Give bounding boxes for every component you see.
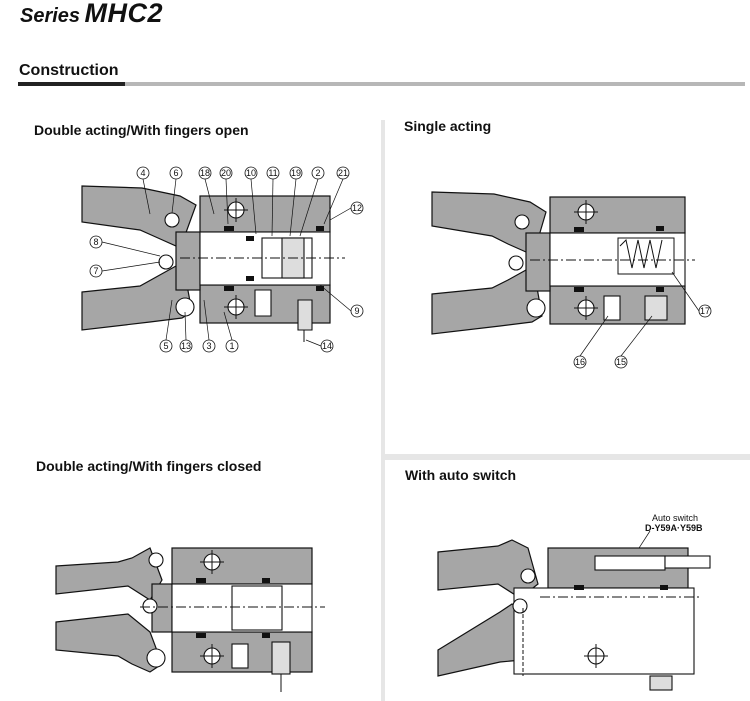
callout-2: 2 bbox=[315, 168, 320, 178]
callout-15: 15 bbox=[616, 357, 626, 367]
panel-title-open: Double acting/With fingers open bbox=[34, 122, 249, 138]
vertical-divider bbox=[381, 120, 385, 701]
auto-switch-model: D-Y59A·Y59B bbox=[645, 523, 703, 533]
diagram-auto-switch: Auto switch D-Y59A·Y59B bbox=[437, 513, 711, 691]
diagram-fingers-open: 4 6 18 20 10 11 19 2 21 12 8 7 9 5 13 3 … bbox=[81, 166, 364, 353]
callout-16: 16 bbox=[575, 357, 585, 367]
callout-4: 4 bbox=[140, 168, 145, 178]
callout-1: 1 bbox=[229, 341, 234, 351]
callout-20: 20 bbox=[221, 168, 231, 178]
callout-17: 17 bbox=[700, 306, 710, 316]
callout-12: 12 bbox=[352, 203, 362, 213]
section-rule-accent bbox=[18, 82, 125, 86]
series-title: Series MHC2 bbox=[20, 0, 163, 29]
panel-title-closed: Double acting/With fingers closed bbox=[36, 458, 262, 474]
diagram-fingers-closed bbox=[55, 547, 325, 692]
horizontal-divider bbox=[385, 454, 750, 460]
callout-11: 11 bbox=[268, 168, 277, 178]
callout-18: 18 bbox=[200, 168, 210, 178]
section-rule bbox=[18, 82, 745, 86]
callout-3: 3 bbox=[206, 341, 211, 351]
section-title: Construction bbox=[19, 62, 119, 79]
series-word: Series bbox=[20, 5, 81, 27]
auto-switch-label: Auto switch bbox=[652, 513, 698, 523]
diagram-single-acting: 17 16 15 bbox=[431, 191, 712, 369]
panel-title-single: Single acting bbox=[404, 118, 492, 134]
callout-7: 7 bbox=[93, 266, 98, 276]
callout-21: 21 bbox=[338, 168, 348, 178]
callout-8: 8 bbox=[93, 237, 98, 247]
callout-10: 10 bbox=[246, 168, 256, 178]
model-name: MHC2 bbox=[84, 0, 164, 28]
callout-9: 9 bbox=[354, 306, 359, 316]
callout-5: 5 bbox=[163, 341, 168, 351]
callout-6: 6 bbox=[173, 168, 178, 178]
callout-13: 13 bbox=[181, 341, 191, 351]
callout-14: 14 bbox=[322, 341, 332, 351]
panel-title-auto-switch: With auto switch bbox=[405, 467, 517, 483]
callout-19: 19 bbox=[291, 168, 301, 178]
